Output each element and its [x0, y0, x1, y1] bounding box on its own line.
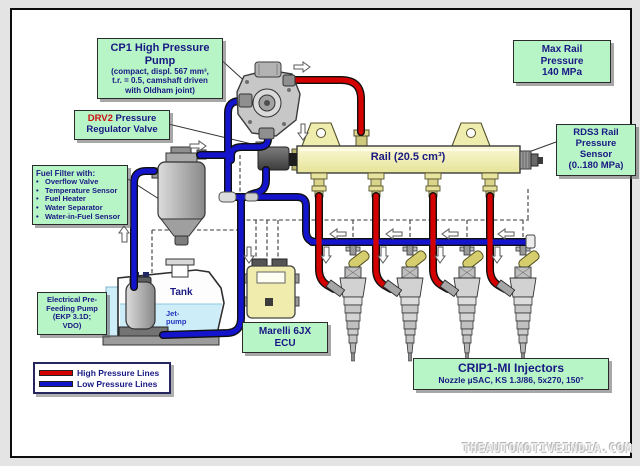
electrical-wiring — [151, 155, 529, 281]
rail-assembly — [255, 122, 543, 198]
injector-3 — [453, 243, 486, 362]
legend-high-pressure: High Pressure Lines — [39, 367, 165, 378]
flow-arrow-right — [293, 61, 311, 73]
flow-arrow-right — [189, 140, 207, 152]
jet-pump-label: Jet- pump — [166, 309, 187, 327]
pre-feeding-pump — [125, 272, 156, 330]
injector-2 — [396, 243, 429, 362]
high-pressure-pump — [236, 61, 301, 140]
low-pressure-swatch — [39, 380, 73, 387]
high-pressure-swatch — [39, 369, 73, 376]
fuel-filter-label: Fuel Filter with: •Overflow Valve •Tempe… — [32, 165, 128, 226]
rail-mount-lug — [451, 122, 491, 147]
flow-arrow-down — [320, 246, 332, 264]
flow-arrow-up — [118, 225, 130, 243]
legend-low-pressure: Low Pressure Lines — [39, 378, 165, 389]
tank-filler-cap — [165, 258, 195, 266]
rds3-sensor-label: RDS3 Rail Pressure Sensor (0..180 MPa) — [556, 124, 636, 176]
flow-arrow-left — [441, 228, 459, 240]
flow-arrow-down — [377, 246, 389, 264]
rail-mount-lug — [301, 122, 341, 147]
flow-arrow-down — [491, 246, 503, 264]
low-pressure-lines — [131, 98, 532, 338]
ecu-label: Marelli 6JX ECU — [242, 322, 328, 353]
flow-arrow-left — [497, 228, 515, 240]
injectors-label: CRIP1-MI Injectors Nozzle µSAC, KS 1.3/8… — [413, 358, 609, 390]
rail-pressure-sensor — [519, 150, 543, 170]
flow-arrow-left — [329, 228, 347, 240]
fuel-filter — [151, 146, 207, 246]
flow-arrow-down — [297, 123, 309, 141]
tank-label: Tank — [170, 287, 193, 298]
watermark: THEAUTOMOTIVEINDIA.COM — [462, 441, 632, 455]
cp1-pump-label: CP1 High Pressure Pump (compact, displ. … — [97, 38, 223, 99]
flow-arrow-down — [434, 246, 446, 264]
drv2-label: DRV2 Pressure Regulator Valve — [74, 110, 170, 140]
pipe-fittings — [218, 191, 536, 298]
tee-fitting — [244, 192, 259, 202]
legend: High Pressure Lines Low Pressure Lines — [33, 362, 171, 394]
flow-arrow-down — [243, 246, 255, 264]
cp1-title: CP1 High Pressure — [110, 42, 210, 54]
return-line-cap — [525, 234, 536, 249]
ecu — [242, 258, 300, 319]
tee-fitting — [218, 191, 237, 203]
rail-label: Rail (20.5 cm³) — [370, 151, 446, 163]
flow-arrows — [118, 61, 515, 264]
injector-4 — [509, 243, 542, 362]
pre-feeding-pump-label: Electrical Pre- Feeding Pump (EKP 3.1D; … — [37, 292, 107, 335]
max-rail-pressure-label: Max Rail Pressure 140 MPa — [513, 40, 611, 83]
injector-1 — [339, 243, 372, 362]
fuel-tank — [102, 258, 225, 346]
flow-arrow-left — [385, 228, 403, 240]
